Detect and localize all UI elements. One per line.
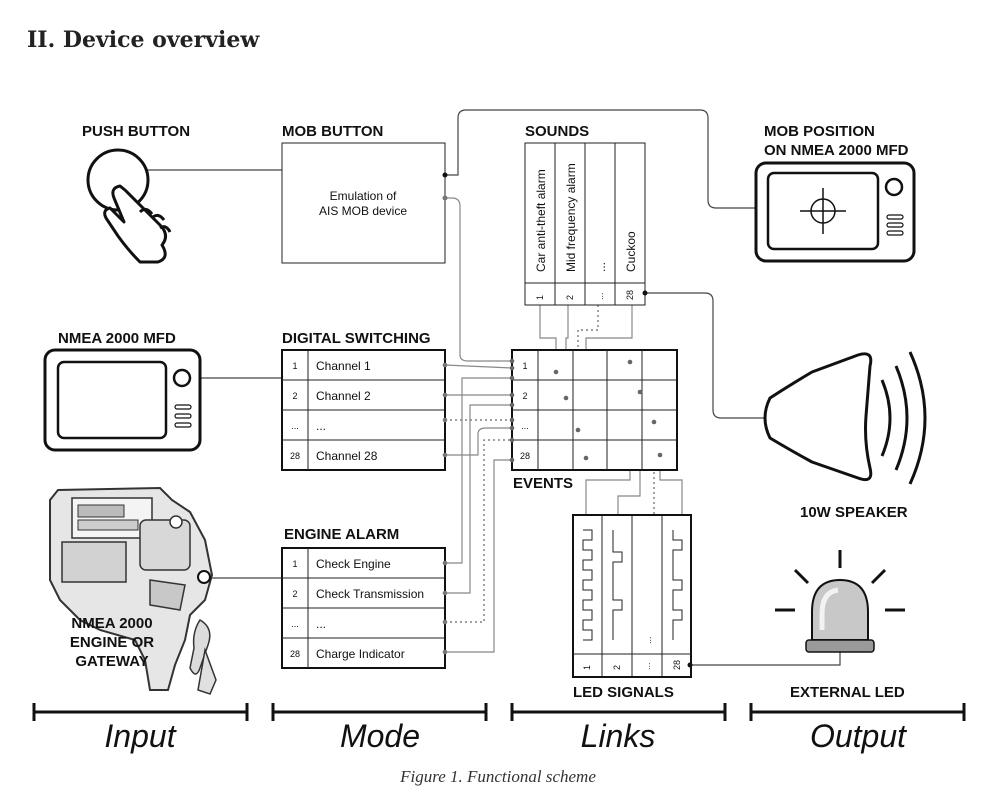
led-signals-label: LED SIGNALS — [573, 684, 674, 701]
sound-number-1: 1 — [535, 295, 545, 300]
sound-number-28: 28 — [625, 290, 635, 300]
push-button-label: PUSH BUTTON — [82, 123, 190, 140]
category-axis — [32, 703, 966, 721]
events-label: EVENTS — [513, 475, 573, 492]
outboard-engine-icon — [49, 486, 217, 695]
events-number-2: 2 — [522, 391, 527, 401]
sound-name-ellipsis: ... — [594, 262, 608, 272]
sound-number-2: 2 — [565, 295, 575, 300]
ea-row-28: Charge Indicator — [316, 647, 405, 661]
engine-label-3: GATEWAY — [75, 653, 148, 670]
speaker-label: 10W SPEAKER — [800, 504, 908, 521]
ds-row-2: Channel 2 — [316, 389, 371, 403]
mob-position-label-2: ON NMEA 2000 MFD — [764, 142, 909, 159]
svg-text:...: ... — [643, 636, 653, 644]
sounds-table — [524, 142, 646, 306]
ea-row-1: Check Engine — [316, 557, 391, 571]
engine-alarm-label: ENGINE ALARM — [284, 526, 399, 543]
mob-output-port — [442, 172, 448, 178]
connection-wires — [140, 109, 841, 666]
events-number-1: 1 — [522, 361, 527, 371]
section-title: II. Device overview — [27, 27, 260, 53]
ea-row-2: Check Transmission — [316, 587, 424, 601]
led-output-port — [687, 662, 693, 668]
push-button-icon — [86, 148, 172, 264]
sound-name-1: Car anti-theft alarm — [534, 169, 548, 272]
mfd-display-icon — [43, 348, 202, 452]
mob-output-port-2 — [442, 195, 448, 201]
led-number-1: 1 — [582, 665, 592, 670]
ds-number-ellipsis: ... — [291, 421, 299, 431]
engine-label-2: ENGINE OR — [70, 634, 154, 651]
category-input: Input — [104, 718, 176, 754]
mob-box-line2: AIS MOB device — [319, 204, 407, 218]
events-number-ellipsis: ... — [521, 421, 529, 431]
led-number-28: 28 — [672, 660, 682, 670]
events-table — [511, 349, 678, 471]
ds-number-2: 2 — [292, 391, 297, 401]
mob-box-line1: Emulation of — [330, 189, 397, 203]
category-output: Output — [810, 718, 907, 754]
category-mode: Mode — [340, 718, 420, 754]
led-number-ellipsis: ... — [642, 662, 652, 670]
sounds-label: SOUNDS — [525, 123, 589, 140]
engine-alarm-table — [281, 547, 446, 669]
nmea-mfd-label: NMEA 2000 MFD — [58, 330, 176, 347]
beacon-light-icon — [775, 550, 905, 653]
led-number-2: 2 — [612, 665, 622, 670]
external-led-label: EXTERNAL LED — [790, 684, 905, 701]
digital-switching-table — [281, 349, 446, 471]
category-links: Links — [581, 718, 656, 754]
led-signals-table: ... — [572, 514, 692, 678]
sound-name-2: Mid frequency alarm — [564, 163, 578, 272]
ea-number-1: 1 — [292, 559, 297, 569]
sounds-output-port — [642, 290, 648, 296]
events-number-28: 28 — [520, 451, 530, 461]
mfd-mob-position-icon — [754, 161, 916, 263]
ea-number-28: 28 — [290, 649, 300, 659]
mob-position-label-1: MOB POSITION — [764, 123, 875, 140]
ds-row-ellipsis: ... — [316, 419, 326, 433]
figure-caption: Figure 1. Functional scheme — [399, 767, 596, 786]
ds-number-28: 28 — [290, 451, 300, 461]
mob-button-label: MOB BUTTON — [282, 123, 383, 140]
sound-number-ellipsis: ... — [595, 292, 605, 300]
ea-row-ellipsis: ... — [316, 617, 326, 631]
sound-name-28: Cuckoo — [624, 231, 638, 272]
speaker-icon — [763, 351, 927, 485]
mob-button-box — [281, 142, 446, 264]
ea-number-2: 2 — [292, 589, 297, 599]
ea-number-ellipsis: ... — [291, 619, 299, 629]
engine-label-1: NMEA 2000 — [71, 615, 152, 632]
ds-row-28: Channel 28 — [316, 449, 378, 463]
ds-row-1: Channel 1 — [316, 359, 371, 373]
ds-number-1: 1 — [292, 361, 297, 371]
digital-switching-label: DIGITAL SWITCHING — [282, 330, 431, 347]
